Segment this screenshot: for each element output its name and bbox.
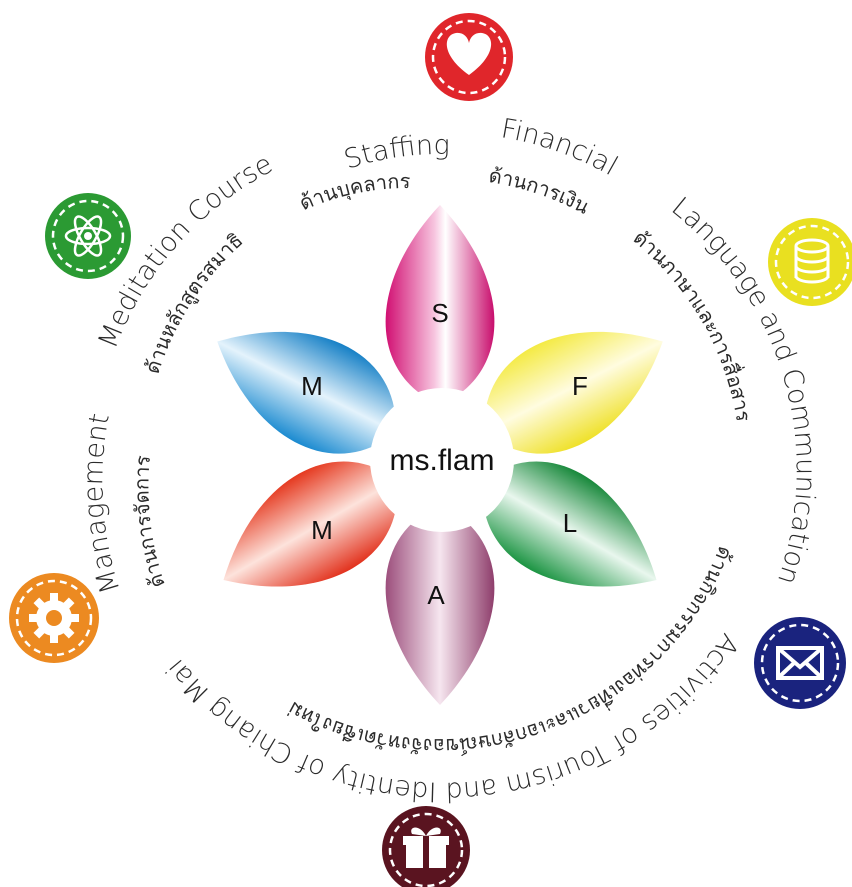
atom-icon <box>45 193 131 279</box>
petal-letter-l: L <box>563 508 577 538</box>
center-circle <box>370 388 514 532</box>
petal-letter-m-red: M <box>311 515 333 545</box>
gift-icon <box>382 806 470 887</box>
petal-letter-f: F <box>572 371 588 401</box>
petal-m-red <box>223 461 398 587</box>
label-management-th: ด้านการจัดการ <box>129 454 169 591</box>
envelope-icon <box>754 617 846 709</box>
petal-letter-s: S <box>431 298 448 328</box>
label-financial-th: ด้านการเงิน <box>487 163 593 219</box>
label-staffing-en: Staffing <box>341 130 450 176</box>
petal-a <box>385 505 495 705</box>
petals: S <box>217 205 663 705</box>
petal-m-blue <box>217 331 396 454</box>
heart-icon <box>425 13 513 101</box>
label-staffing-th: ด้านบุคลากร <box>296 169 411 215</box>
center-label: ms.flam <box>390 444 495 477</box>
petal-s: S <box>385 205 495 405</box>
petal-f <box>484 331 663 454</box>
gear-icon <box>9 573 99 663</box>
petal-l <box>482 461 657 587</box>
coins-icon <box>768 218 852 306</box>
label-management-en: Management <box>78 411 126 597</box>
petal-letter-a: A <box>427 580 445 610</box>
petal-letter-m-blue: M <box>301 371 323 401</box>
